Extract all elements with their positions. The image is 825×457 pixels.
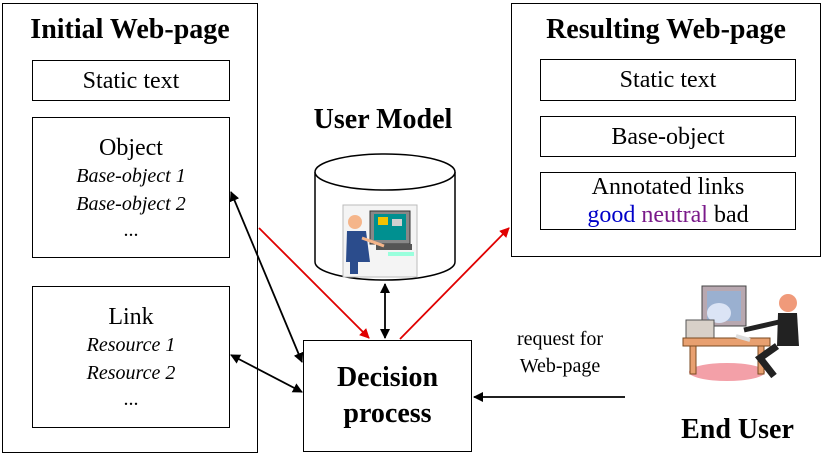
link-bad: bad (713, 202, 749, 228)
decision-line1: Decision (336, 362, 439, 393)
request-line2: Web-page (519, 355, 601, 377)
initial-static-text: Static text (82, 67, 180, 94)
link-title: Link (108, 304, 154, 330)
end-user-icon (682, 285, 799, 381)
link-ellipsis: ... (123, 388, 139, 410)
object-decision-arrow (229, 191, 304, 363)
link-neutral: neutral (641, 202, 708, 228)
initial-to-decision-red-arrow (258, 227, 370, 339)
annotated-links-box: Annotated links good neutral bad (540, 172, 796, 230)
initial-static-text-box: Static text (32, 60, 230, 101)
base-object-1: Base-object 1 (76, 164, 186, 187)
request-line1: request for (516, 328, 604, 350)
resulting-static-text: Static text (619, 67, 717, 93)
user-model-title: User Model (313, 104, 453, 135)
initial-webpage-title: Initial Web-page (30, 14, 230, 45)
decision-line2: process (343, 398, 432, 429)
object-ellipsis: ... (123, 218, 139, 241)
base-object-label: Base-object (611, 123, 725, 150)
decision-to-result-red-arrow (399, 227, 510, 340)
decision-process-box: Decision process (303, 340, 472, 452)
resource-2: Resource 2 (86, 362, 176, 384)
object-title: Object (99, 134, 163, 161)
link-box: Link Resource 1 Resource 2 ... (32, 286, 230, 428)
base-object-box: Base-object (540, 116, 796, 157)
initial-webpage-panel: Initial Web-page Static text Object Base… (2, 3, 258, 453)
user-at-computer-icon (342, 204, 418, 278)
resource-1: Resource 1 (86, 334, 176, 356)
request-label: request for Web-page (490, 326, 630, 380)
resulting-static-text-box: Static text (540, 59, 796, 101)
object-box: Object Base-object 1 Base-object 2 ... (32, 117, 230, 258)
base-object-2: Base-object 2 (76, 192, 186, 215)
annotated-links-title: Annotated links (591, 174, 745, 200)
resulting-webpage-title: Resulting Web-page (546, 14, 786, 45)
annotated-links-examples: good neutral bad (587, 201, 748, 229)
end-user-title: End User (681, 414, 794, 445)
link-decision-arrow (230, 354, 303, 393)
link-good: good (587, 202, 636, 228)
resulting-webpage-panel: Resulting Web-page Static text Base-obje… (511, 3, 821, 257)
